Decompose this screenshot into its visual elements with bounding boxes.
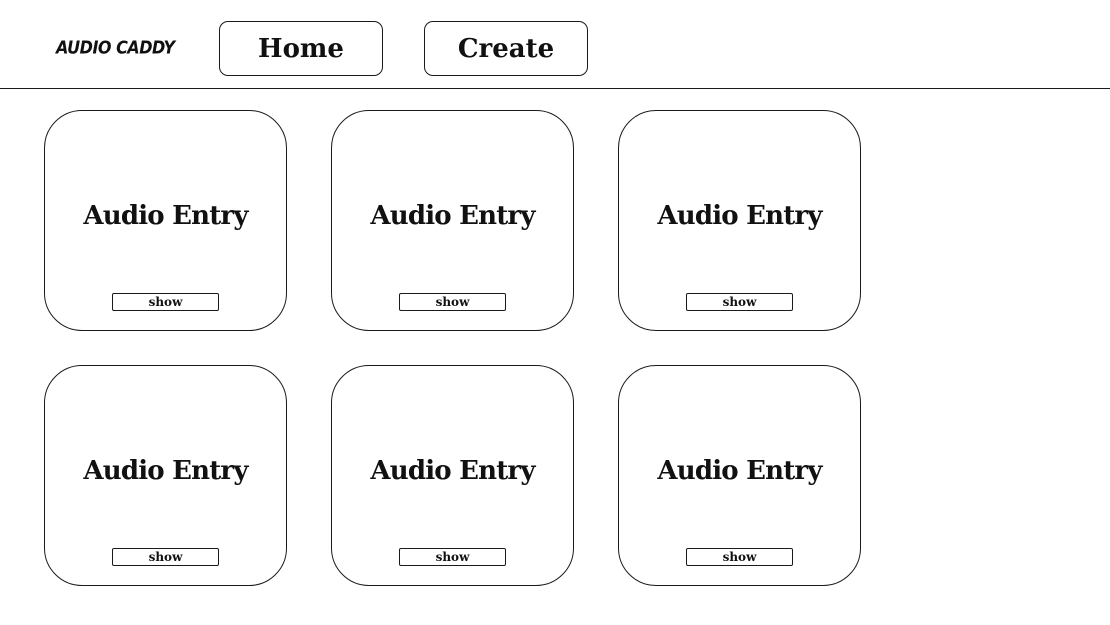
audio-entry-title: Audio Entry [83, 201, 248, 231]
top-nav-bar: AUDIO CADDY Home Create [0, 0, 1110, 89]
audio-entry-card: Audio Entry show [44, 365, 287, 586]
audio-entry-title: Audio Entry [370, 201, 535, 231]
home-button[interactable]: Home [219, 21, 383, 76]
show-button[interactable]: show [112, 293, 219, 311]
create-button[interactable]: Create [424, 21, 588, 76]
app-logo[interactable]: AUDIO CADDY [56, 37, 175, 58]
audio-entry-card: Audio Entry show [618, 365, 861, 586]
audio-entry-card: Audio Entry show [331, 110, 574, 331]
audio-entry-title: Audio Entry [370, 456, 535, 486]
audio-entry-title: Audio Entry [657, 201, 822, 231]
show-button[interactable]: show [686, 293, 793, 311]
audio-entry-title: Audio Entry [83, 456, 248, 486]
show-button[interactable]: show [399, 293, 506, 311]
show-button[interactable]: show [112, 548, 219, 566]
audio-entry-card: Audio Entry show [618, 110, 861, 331]
audio-entry-card: Audio Entry show [331, 365, 574, 586]
audio-entry-card: Audio Entry show [44, 110, 287, 331]
show-button[interactable]: show [686, 548, 793, 566]
show-button[interactable]: show [399, 548, 506, 566]
audio-entry-title: Audio Entry [657, 456, 822, 486]
